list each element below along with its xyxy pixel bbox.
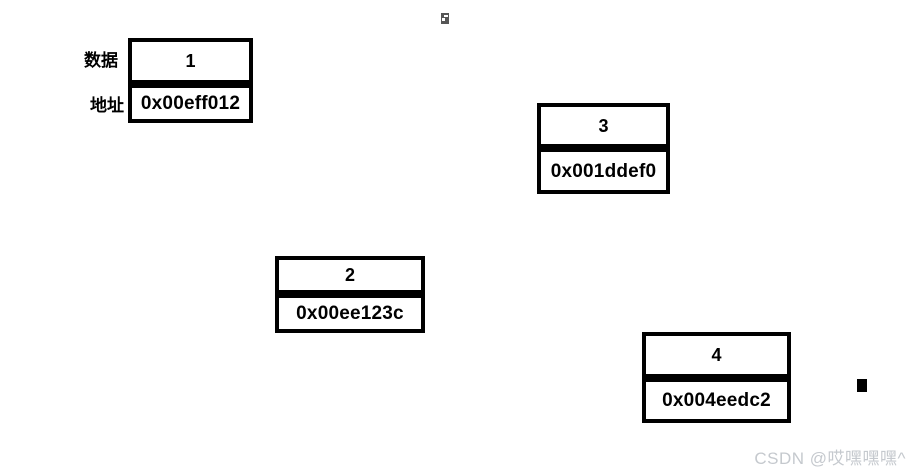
node-1-data-cell: 1 bbox=[128, 38, 253, 84]
list-node-2: 2 0x00ee123c bbox=[275, 256, 425, 333]
stray-tofu-glyph bbox=[441, 13, 449, 24]
node-3-value: 3 bbox=[598, 115, 609, 136]
node-3-data-cell: 3 bbox=[537, 103, 670, 148]
node-4-address-cell: 0x004eedc2 bbox=[642, 378, 791, 423]
node-3-address: 0x001ddef0 bbox=[550, 160, 657, 182]
node-2-address-cell: 0x00ee123c bbox=[275, 294, 425, 333]
node-2-value: 2 bbox=[344, 265, 355, 285]
data-field-label: 数据 bbox=[84, 51, 118, 70]
node-4-address: 0x004eedc2 bbox=[662, 390, 771, 411]
node-3-address-cell: 0x001ddef0 bbox=[537, 148, 670, 194]
node-2-data-cell: 2 bbox=[275, 256, 425, 294]
address-field-label: 地址 bbox=[90, 96, 124, 115]
node-1-address-cell: 0x00eff012 bbox=[128, 84, 253, 123]
node-2-address: 0x00ee123c bbox=[296, 303, 404, 324]
node-1-address: 0x00eff012 bbox=[140, 93, 241, 114]
list-node-3: 3 0x001ddef0 bbox=[537, 103, 670, 194]
list-node-4: 4 0x004eedc2 bbox=[642, 332, 791, 423]
node-4-value: 4 bbox=[711, 345, 722, 365]
node-1-value: 1 bbox=[185, 51, 196, 71]
black-square-marker bbox=[857, 379, 867, 392]
node-4-data-cell: 4 bbox=[642, 332, 791, 378]
list-node-1: 1 0x00eff012 bbox=[128, 38, 253, 123]
csdn-watermark: CSDN @哎嘿嘿嘿^ bbox=[754, 449, 906, 468]
